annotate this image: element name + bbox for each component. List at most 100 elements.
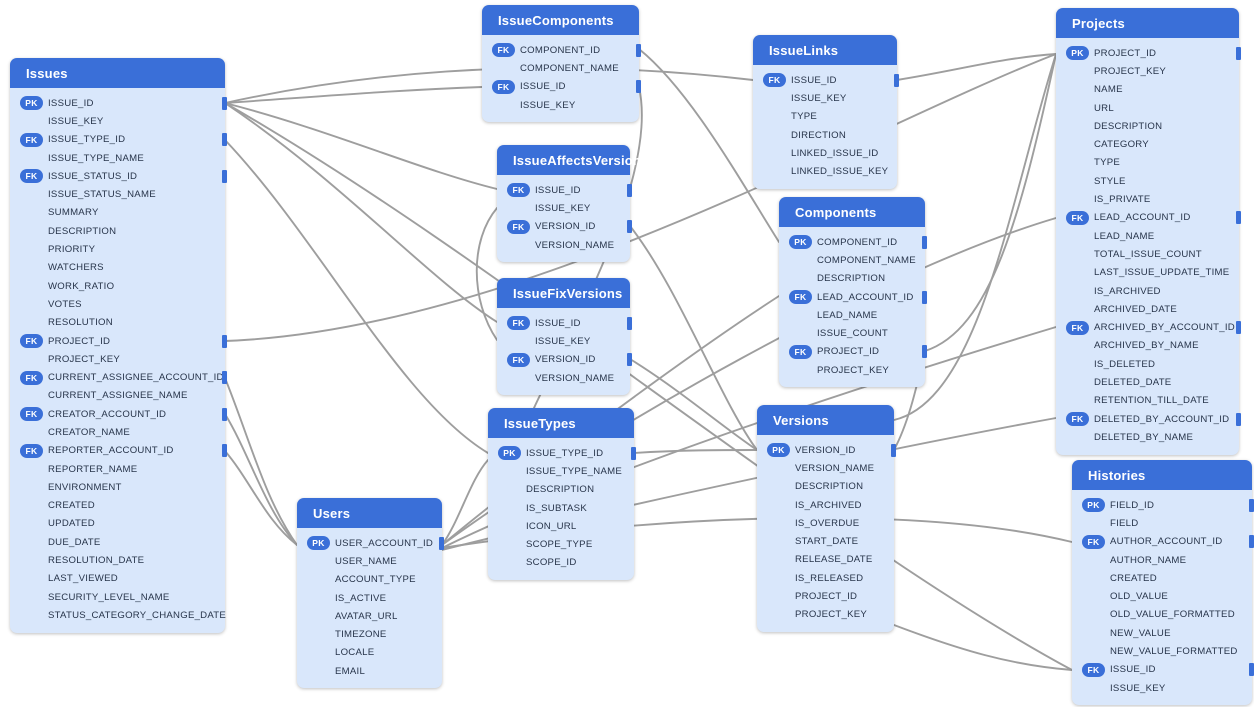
relationship-anchor[interactable] [627, 220, 632, 234]
field-row[interactable]: NAME [1056, 81, 1239, 99]
relationship-anchor[interactable] [1236, 46, 1241, 60]
relationship-anchor[interactable] [1236, 211, 1241, 225]
field-row[interactable]: CREATOR_NAME [10, 423, 225, 441]
field-row[interactable]: STATUS_CATEGORY_CHANGE_DATE [10, 606, 226, 624]
entity-header-histories[interactable]: Histories [1072, 460, 1252, 490]
field-row[interactable]: COMPONENT_NAME [779, 251, 925, 269]
field-row[interactable]: RESOLUTION [10, 314, 225, 332]
field-row[interactable]: ISSUE_STATUS_NAME [10, 185, 225, 203]
field-row[interactable]: WATCHERS [10, 259, 225, 277]
field-row[interactable]: DESCRIPTION [757, 478, 894, 496]
field-row[interactable]: UPDATED [10, 515, 225, 533]
field-row[interactable]: DESCRIPTION [779, 270, 925, 288]
field-row[interactable]: FIELD [1072, 514, 1252, 532]
field-row[interactable]: OLD_VALUE [1072, 587, 1252, 605]
field-row[interactable]: IS_OVERDUE [757, 514, 894, 532]
relationship-anchor[interactable] [222, 169, 227, 183]
field-row[interactable]: RELEASE_DATE [757, 551, 894, 569]
field-row[interactable]: DESCRIPTION [488, 481, 634, 499]
entity-header-issuefixversions[interactable]: IssueFixVersions [497, 278, 630, 308]
field-row[interactable]: CURRENT_ASSIGNEE_NAME [10, 387, 225, 405]
relationship-anchor[interactable] [627, 183, 632, 197]
field-row[interactable]: CREATED [1072, 569, 1252, 587]
field-row[interactable]: VERSION_NAME [497, 236, 630, 254]
field-row[interactable]: TYPE [1056, 154, 1239, 172]
field-row[interactable]: WORK_RATIO [10, 277, 225, 295]
field-row[interactable]: IS_ARCHIVED [757, 496, 894, 514]
relationship-anchor[interactable] [1249, 498, 1254, 512]
relationship-anchor[interactable] [922, 345, 927, 359]
field-row[interactable]: LEAD_NAME [1056, 227, 1239, 245]
field-row[interactable]: LAST_ISSUE_UPDATE_TIME [1056, 264, 1239, 282]
field-row[interactable]: DELETED_BY_NAME [1056, 428, 1239, 446]
field-row[interactable]: DIRECTION [753, 126, 897, 144]
field-row[interactable]: REPORTER_NAME [10, 460, 225, 478]
field-row[interactable]: PROJECT_KEY [1056, 62, 1239, 80]
field-row[interactable]: AVATAR_URL [297, 607, 442, 625]
field-row[interactable]: TYPE [753, 108, 897, 126]
relationship-anchor[interactable] [636, 80, 641, 94]
field-row[interactable]: LINKED_ISSUE_KEY [753, 162, 897, 180]
field-row[interactable]: LAST_VIEWED [10, 570, 225, 588]
relationship-anchor[interactable] [627, 316, 632, 330]
field-row[interactable]: ISSUE_KEY [497, 199, 630, 217]
field-row[interactable]: LOCALE [297, 644, 442, 662]
relationship-anchor[interactable] [1249, 535, 1254, 549]
entity-header-projects[interactable]: Projects [1056, 8, 1239, 38]
field-row[interactable]: START_DATE [757, 532, 894, 550]
field-row[interactable]: DESCRIPTION [10, 222, 225, 240]
field-row[interactable]: COMPONENT_NAME [482, 59, 639, 77]
relationship-anchor[interactable] [1236, 412, 1241, 426]
relationship-anchor[interactable] [636, 43, 641, 57]
entity-header-issuecomponents[interactable]: IssueComponents [482, 5, 639, 35]
entity-header-issues[interactable]: Issues [10, 58, 225, 88]
field-row[interactable]: TIMEZONE [297, 625, 442, 643]
relationship-anchor[interactable] [222, 133, 227, 147]
relationship-anchor[interactable] [439, 536, 444, 550]
field-row[interactable]: IS_ARCHIVED [1056, 282, 1239, 300]
field-row[interactable]: PROJECT_KEY [757, 606, 894, 624]
relationship-anchor[interactable] [631, 446, 636, 460]
relationship-anchor[interactable] [222, 407, 227, 421]
field-row[interactable]: ISSUE_TYPE_NAME [488, 462, 634, 480]
relationship-anchor[interactable] [222, 444, 227, 458]
entity-header-issuetypes[interactable]: IssueTypes [488, 408, 634, 438]
field-row[interactable]: PROJECT_ID [757, 587, 894, 605]
field-row[interactable]: ISSUE_TYPE_NAME [10, 149, 225, 167]
field-row[interactable]: ICON_URL [488, 517, 634, 535]
relationship-anchor[interactable] [222, 334, 227, 348]
field-row[interactable]: AUTHOR_NAME [1072, 551, 1252, 569]
field-row[interactable]: USER_NAME [297, 552, 442, 570]
field-row[interactable]: SUMMARY [10, 204, 225, 222]
field-row[interactable]: PROJECT_KEY [10, 350, 225, 368]
field-row[interactable]: IS_RELEASED [757, 569, 894, 587]
relationship-anchor[interactable] [222, 371, 227, 385]
field-row[interactable]: ACCOUNT_TYPE [297, 571, 442, 589]
field-row[interactable]: SCOPE_TYPE [488, 535, 634, 553]
field-row[interactable]: ISSUE_COUNT [779, 324, 925, 342]
